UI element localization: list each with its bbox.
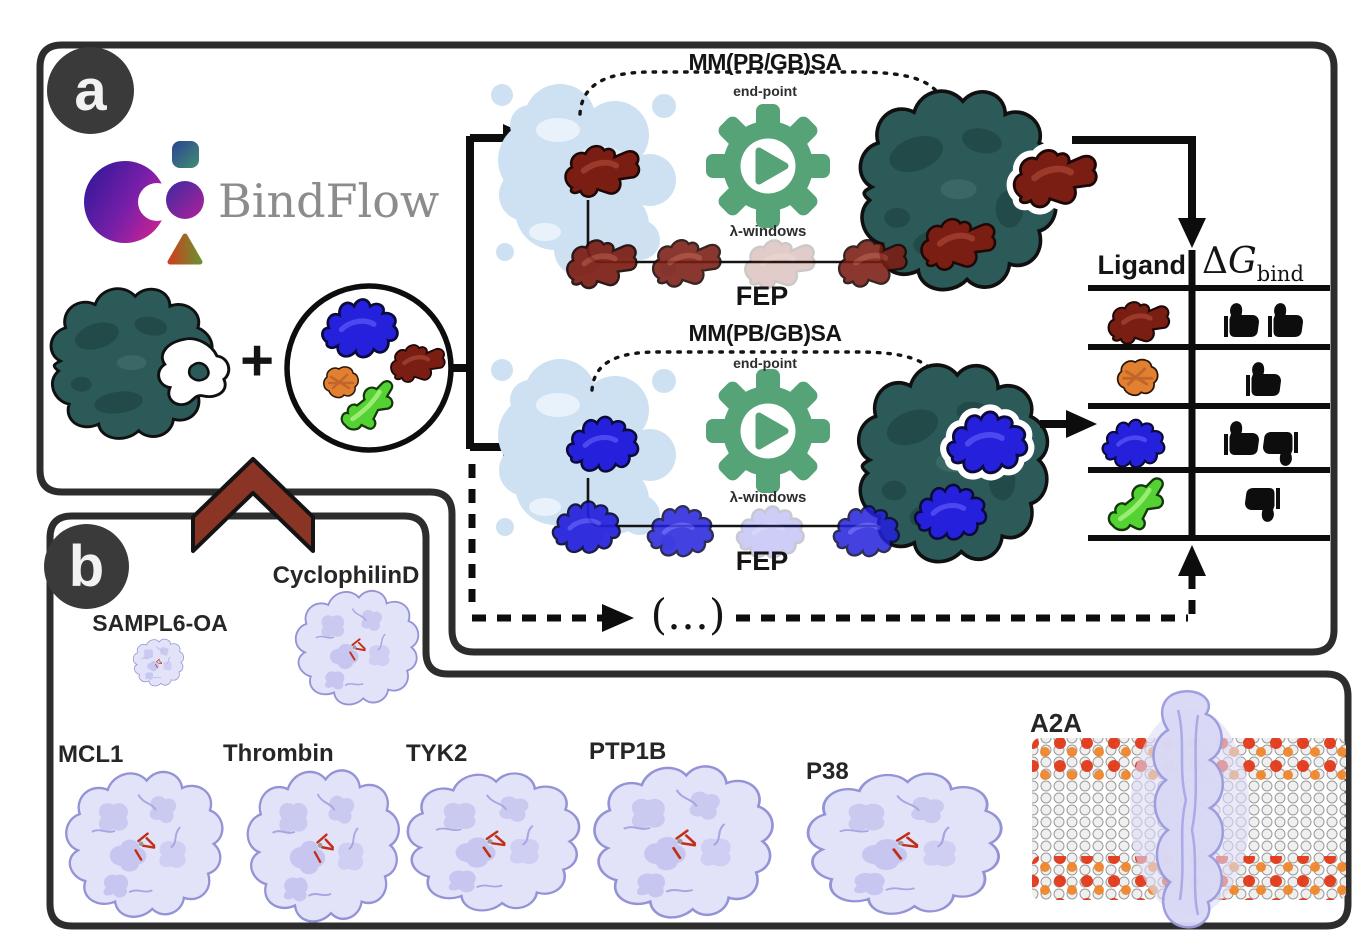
label-thrombin: Thrombin bbox=[223, 740, 334, 767]
rating-row-1 bbox=[1198, 292, 1328, 346]
panel-b-to-a-chevron bbox=[191, 457, 315, 553]
structure-tyk2 bbox=[406, 772, 581, 912]
table-header-dgbind: ΔGbind bbox=[1202, 241, 1304, 287]
thumb-up-icon bbox=[1224, 303, 1259, 337]
arrow-head-table-left bbox=[1066, 410, 1097, 438]
structure-a2a bbox=[1032, 689, 1346, 929]
structure-ptp1b bbox=[593, 765, 774, 919]
results-table-grid bbox=[1088, 250, 1330, 541]
label-a2a: A2A bbox=[1030, 708, 1083, 738]
gear-play-icon bbox=[706, 104, 830, 228]
structure-cyclophilind bbox=[294, 589, 420, 706]
ellipsis-dashed-path bbox=[468, 464, 1196, 622]
arrow-head-ellipsis bbox=[602, 604, 634, 632]
branch-arrows bbox=[452, 134, 505, 451]
arrow-head-table-top bbox=[1178, 218, 1206, 248]
receptor-protein bbox=[49, 287, 231, 440]
structure-mcl1 bbox=[65, 770, 224, 918]
workflow-row-2 bbox=[491, 350, 1050, 564]
structure-sampl6-oa bbox=[132, 638, 184, 687]
rating-row-2 bbox=[1198, 352, 1328, 404]
row1-endpoint-caption: end-point bbox=[733, 83, 797, 99]
panel-b-badge: b bbox=[44, 524, 129, 609]
rating-row-3 bbox=[1198, 408, 1328, 466]
table-header-ligand: Ligand bbox=[1097, 250, 1187, 280]
row1-lambda-caption: λ-windows bbox=[729, 223, 807, 240]
ligand-pool-circle bbox=[284, 283, 454, 453]
arrow-head-up bbox=[1178, 545, 1206, 576]
endpoint-dotted-arc bbox=[578, 70, 946, 116]
ellipsis-label: (…) bbox=[650, 590, 726, 639]
label-tyk2: TYK2 bbox=[406, 740, 468, 767]
bindflow-logo-icon bbox=[84, 141, 204, 265]
thumb-down-icon bbox=[1263, 432, 1298, 466]
thumb-up-icon bbox=[1246, 362, 1281, 396]
row1-endpoint-method: MM(PB/GB)SA bbox=[688, 49, 842, 75]
to-table-arrows bbox=[1040, 136, 1196, 428]
label-p38: P38 bbox=[806, 758, 849, 785]
row2-endpoint-method: MM(PB/GB)SA bbox=[688, 320, 842, 346]
label-ptp1b: PTP1B bbox=[589, 738, 667, 765]
rating-row-4 bbox=[1198, 472, 1328, 532]
row1-fep-method: FEP bbox=[735, 281, 789, 311]
row2-lambda-caption: λ-windows bbox=[729, 489, 807, 506]
row2-fep-method: FEP bbox=[735, 546, 789, 576]
workflow-row-1 bbox=[491, 70, 1096, 292]
thumb-up-icon bbox=[1268, 303, 1303, 337]
bindflow-logo-text: BindFlow bbox=[218, 174, 440, 228]
thumb-down-icon bbox=[1245, 488, 1280, 522]
panel-a-badge: a bbox=[47, 47, 134, 134]
structure-thrombin bbox=[246, 769, 401, 923]
row2-endpoint-caption: end-point bbox=[733, 355, 797, 371]
label-sampl6-oa: SAMPL6-OA bbox=[92, 610, 228, 636]
structure-p38 bbox=[806, 772, 1003, 916]
gear-play-icon bbox=[706, 369, 830, 493]
thumb-up-icon bbox=[1224, 421, 1259, 455]
plus-sign: + bbox=[240, 328, 274, 393]
label-mcl1: MCL1 bbox=[58, 741, 124, 768]
label-cyclophilind: CyclophilinD bbox=[272, 562, 420, 589]
